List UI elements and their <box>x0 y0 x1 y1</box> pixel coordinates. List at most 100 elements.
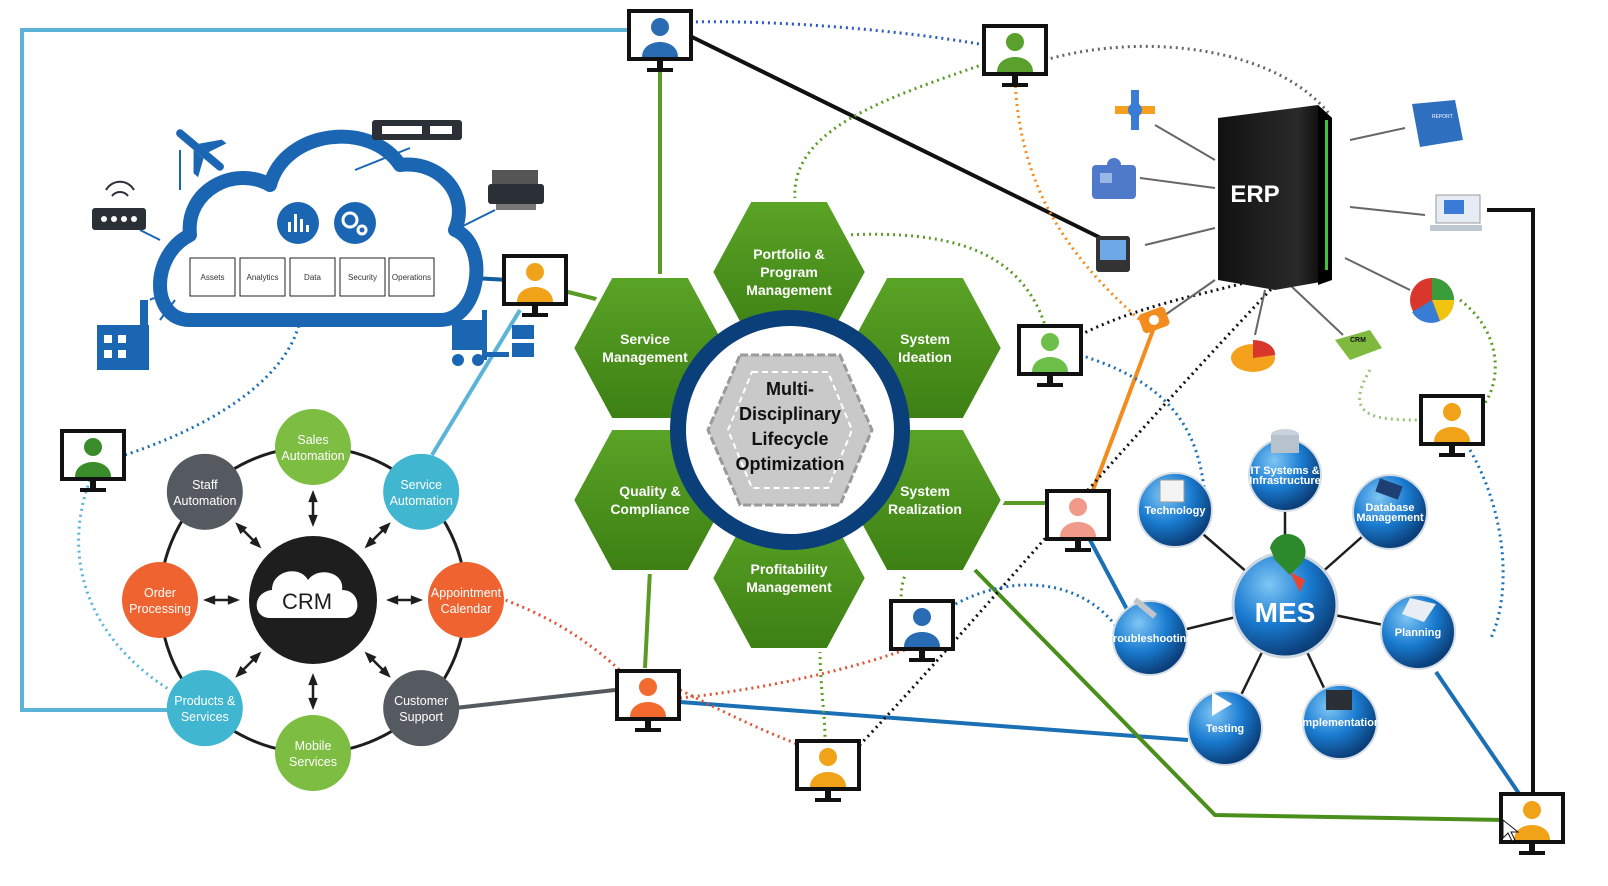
user-monitor-icon <box>889 599 955 662</box>
cloud-box-label: Operations <box>392 273 431 282</box>
crm-node-label: Appointment <box>431 586 502 600</box>
green-line-bottom <box>643 569 652 669</box>
mes-node-testing <box>1187 690 1263 766</box>
forklift-icon <box>452 310 534 366</box>
lifecycle-center-line-2: Disciplinary <box>739 404 841 424</box>
crm-arrow-head <box>378 665 391 678</box>
mes-node-label: Infrastructure <box>1249 475 1321 487</box>
user-monitor-icon <box>1045 489 1111 552</box>
crm-node-label: Mobile <box>295 739 332 753</box>
server-rack-icon <box>372 120 462 140</box>
hexagon-label: System <box>900 483 950 499</box>
orange-tag-icon <box>1138 306 1170 334</box>
crm-node-sales <box>275 409 351 485</box>
technology-box-icon <box>1159 479 1185 503</box>
user-monitor-icon <box>1017 324 1083 387</box>
cloud-spoke <box>159 299 176 321</box>
crm-box-label: CRM <box>1350 337 1366 344</box>
customer-support-line <box>454 688 616 710</box>
erp-spoke <box>1164 279 1216 316</box>
crm-node-label: Products & <box>174 694 236 708</box>
crm-node-products <box>166 670 243 747</box>
green-dotted-pie <box>1459 298 1497 411</box>
crm-node-appointment <box>428 562 504 638</box>
user-monitors <box>60 9 1565 855</box>
crm-arrow-head <box>364 536 377 549</box>
erp-label: ERP <box>1230 181 1279 208</box>
mes-node-troubleshooting <box>1112 600 1188 676</box>
crm-arrow-head <box>364 651 377 664</box>
crm-nodes: SalesAutomationServiceAutomationAppointm… <box>122 409 504 791</box>
mes-node-label: Technology <box>1145 505 1207 517</box>
service-automation-line <box>430 308 522 457</box>
report-label: REPORT <box>1432 114 1453 120</box>
wrench-icon <box>1133 597 1157 619</box>
crm-node-mobile <box>275 715 351 791</box>
crm-arrow-head <box>227 595 240 605</box>
crm-node-staff <box>166 453 243 530</box>
blue-dotted-cloud <box>124 319 302 457</box>
user-monitor-icon <box>60 429 126 492</box>
hexagon-label: Management <box>746 282 832 298</box>
crm-box-icon: CRM <box>1335 330 1382 360</box>
gear-icon <box>341 211 368 236</box>
blue-line-troubleshooting <box>1088 539 1132 616</box>
database-stack-icon <box>1271 435 1299 453</box>
erp-spokes <box>1139 124 1426 336</box>
mes-node-planning <box>1380 594 1456 670</box>
crm-node-label: Services <box>181 710 229 724</box>
cloud-box-label: Security <box>348 273 377 282</box>
erp-spoke <box>1154 124 1216 161</box>
mes-node-implementation <box>1302 684 1378 760</box>
lifecycle-inner-hex <box>706 353 874 507</box>
crm-node-label: Processing <box>129 602 191 616</box>
mes-node-label: Troubleshooting <box>1107 633 1193 645</box>
bar-chart-icon <box>288 214 309 232</box>
cloud-box-security <box>339 257 386 297</box>
lifecycle-center-line-1: Multi- <box>766 379 814 399</box>
pie-chart-icon <box>1410 278 1455 323</box>
erp-spoke <box>1254 289 1266 336</box>
mes-node-label: Planning <box>1395 627 1441 639</box>
cloud-spoke <box>354 147 411 171</box>
report-book-icon: REPORT <box>1412 100 1463 147</box>
planning-clipboard-icon <box>1402 598 1436 622</box>
cloud-box-operations <box>388 257 435 297</box>
hexagon-label: Realization <box>888 501 962 517</box>
crm-arrow-head <box>308 514 318 527</box>
cloud-box-label: Assets <box>200 273 224 282</box>
mes-node-technology <box>1137 472 1213 548</box>
crm-arrow-head <box>249 536 262 549</box>
crm-center-label: CRM <box>282 589 332 614</box>
erp-spoke <box>1349 206 1426 216</box>
lifecycle-center-line-3: Lifecycle <box>751 429 828 449</box>
red-dotted-bottom <box>679 646 911 700</box>
pie-3d-icon <box>1231 339 1276 372</box>
user-monitor-icon <box>627 9 693 72</box>
user-monitor-icon <box>615 669 681 732</box>
mes-node-label: IT Systems & <box>1250 465 1319 477</box>
play-icon <box>1212 692 1232 716</box>
crm-node-label: Staff <box>192 478 218 492</box>
lifecycle-inner-hex-2 <box>726 371 854 489</box>
mobile-device-icon <box>1096 236 1130 272</box>
crm-node-label: Automation <box>390 494 453 508</box>
cloud-box-assets <box>189 257 236 297</box>
shopping-cart-icon <box>1430 194 1482 231</box>
blue-line-to-testing <box>679 700 1189 742</box>
hexagon-label: Management <box>746 579 832 595</box>
teal-frame-line <box>20 28 660 712</box>
mes-node-label: Database <box>1366 502 1415 514</box>
erp-cluster: ERP REPORT <box>1092 90 1482 372</box>
green-dotted-portfolio <box>793 60 991 201</box>
crm-node-service <box>383 453 460 530</box>
user-monitor-icon <box>1499 792 1565 855</box>
black-dotted-long <box>853 283 1277 752</box>
crm-node-label: Support <box>399 710 443 724</box>
crm-node-label: Order <box>144 586 176 600</box>
